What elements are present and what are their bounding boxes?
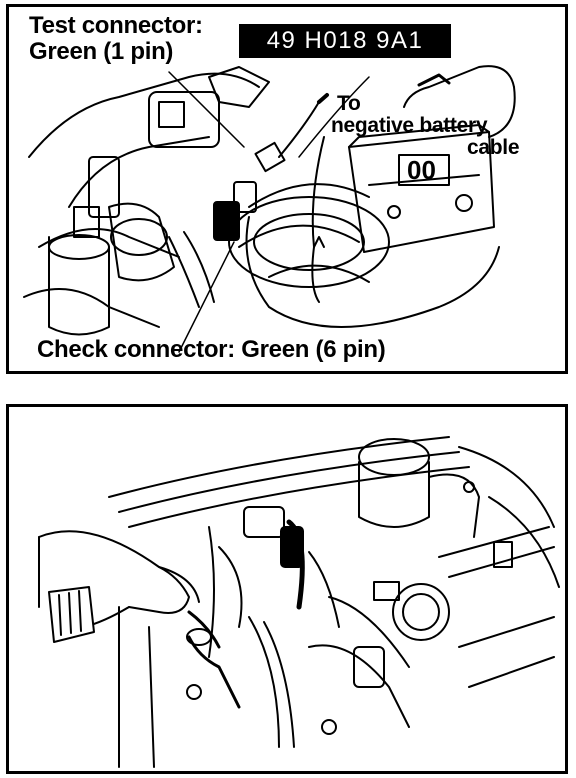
battery-label-line1: To bbox=[337, 92, 361, 115]
battery-label-line3: cable bbox=[467, 136, 520, 159]
test-connector-label: Test connector: bbox=[29, 12, 203, 39]
engine-test-setup-drawing: 00 bbox=[23, 65, 516, 353]
hand-disconnecting-connector-drawing bbox=[38, 436, 560, 768]
tester-part-number-badge: 49 H018 9A1 bbox=[239, 24, 451, 58]
test-connector-color-label: Green (1 pin) bbox=[29, 38, 174, 65]
battery-label-line2: negative battery bbox=[331, 114, 488, 137]
check-connector-label: Check connector: Green (6 pin) bbox=[37, 336, 386, 363]
top-illustration-panel: 00 Test connector: Green (1 pin) 49 H018… bbox=[6, 4, 568, 374]
bottom-illustration-panel bbox=[6, 404, 568, 774]
